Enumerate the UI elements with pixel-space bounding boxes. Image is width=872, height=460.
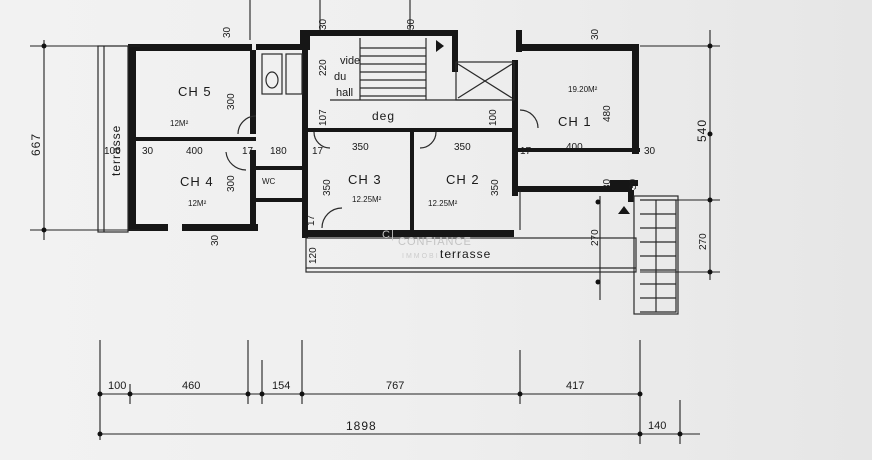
dimension-lines (30, 0, 720, 444)
dim-30-top-d: 30 (590, 28, 601, 40)
label-hall: hall (336, 87, 353, 99)
dim-30-left: 30 (142, 146, 154, 157)
dim-17-c: 17 (520, 146, 532, 157)
dim-300-ch5: 300 (226, 93, 237, 110)
dim-480: 480 (602, 105, 613, 122)
dim-350-b: 350 (454, 142, 471, 153)
room-ch4-label: CH 4 (180, 174, 214, 189)
watermark-sub: IMMOBILIER (402, 253, 463, 260)
dim-100-left: 100 (104, 146, 121, 157)
room-ch2-area: 12.25M² (428, 199, 458, 208)
dim-350-v-ch3: 350 (322, 179, 333, 196)
room-ch4-area: 12M² (188, 199, 207, 208)
room-ch5-label: CH 5 (178, 84, 212, 99)
dim-107: 107 (318, 109, 329, 126)
dim-350-a: 350 (352, 142, 369, 153)
arrow-icon (618, 206, 630, 214)
dimension-dots (41, 43, 713, 437)
room-ch1-area: 19.20M² (568, 85, 598, 94)
dim-bottom-1898: 1898 (346, 419, 377, 433)
label-terrasse-bottom: terrasse (440, 247, 491, 261)
dim-667: 667 (29, 133, 43, 156)
dim-30-mid: 30 (602, 178, 613, 190)
room-ch1-label: CH 1 (558, 114, 592, 129)
walls (128, 30, 640, 238)
label-vide: vide (340, 55, 360, 67)
arrow-icon (436, 40, 444, 52)
watermark-name: CONFIANCE (398, 236, 472, 248)
dim-270-right: 270 (698, 233, 709, 250)
dim-270-left: 270 (590, 229, 601, 246)
dim-30-top-c: 30 (406, 18, 417, 30)
watermark-logo: C| (382, 229, 395, 241)
room-ch2-label: CH 2 (446, 172, 480, 187)
label-du: du (334, 71, 346, 83)
dim-120: 120 (308, 247, 319, 264)
dim-180: 180 (270, 146, 287, 157)
dim-400-right: 400 (566, 142, 583, 153)
dim-30-mid-b: 30 (628, 178, 639, 190)
dim-bottom-100: 100 (108, 380, 126, 392)
dim-bottom-767: 767 (386, 380, 404, 392)
dim-30-bottom: 30 (210, 234, 221, 246)
dim-bottom-417: 417 (566, 380, 584, 392)
dim-bottom-140: 140 (648, 420, 666, 432)
dim-30-top-b: 30 (318, 18, 329, 30)
dim-540: 540 (695, 119, 709, 142)
dim-bottom-154: 154 (272, 380, 290, 392)
dim-30-top-a: 30 (222, 26, 233, 38)
dim-300-ch4: 300 (226, 175, 237, 192)
dim-350-v-ch2: 350 (490, 179, 501, 196)
label-deg: deg (372, 109, 395, 123)
dim-220: 220 (318, 59, 329, 76)
dim-17-b: 17 (312, 146, 324, 157)
dim-17-v: 17 (306, 214, 317, 226)
room-ch3-area: 12.25M² (352, 195, 382, 204)
dim-400-left: 400 (186, 146, 203, 157)
dim-17-a: 17 (242, 146, 254, 157)
dim-100-center: 100 (488, 109, 499, 126)
room-ch3-label: CH 3 (348, 172, 382, 187)
dim-bottom-460: 460 (182, 380, 200, 392)
room-wc-label: WC (262, 177, 276, 186)
room-ch5-area: 12M² (170, 119, 189, 128)
label-terrasse-left: terrasse (109, 125, 123, 176)
dim-30-right: 30 (644, 146, 656, 157)
